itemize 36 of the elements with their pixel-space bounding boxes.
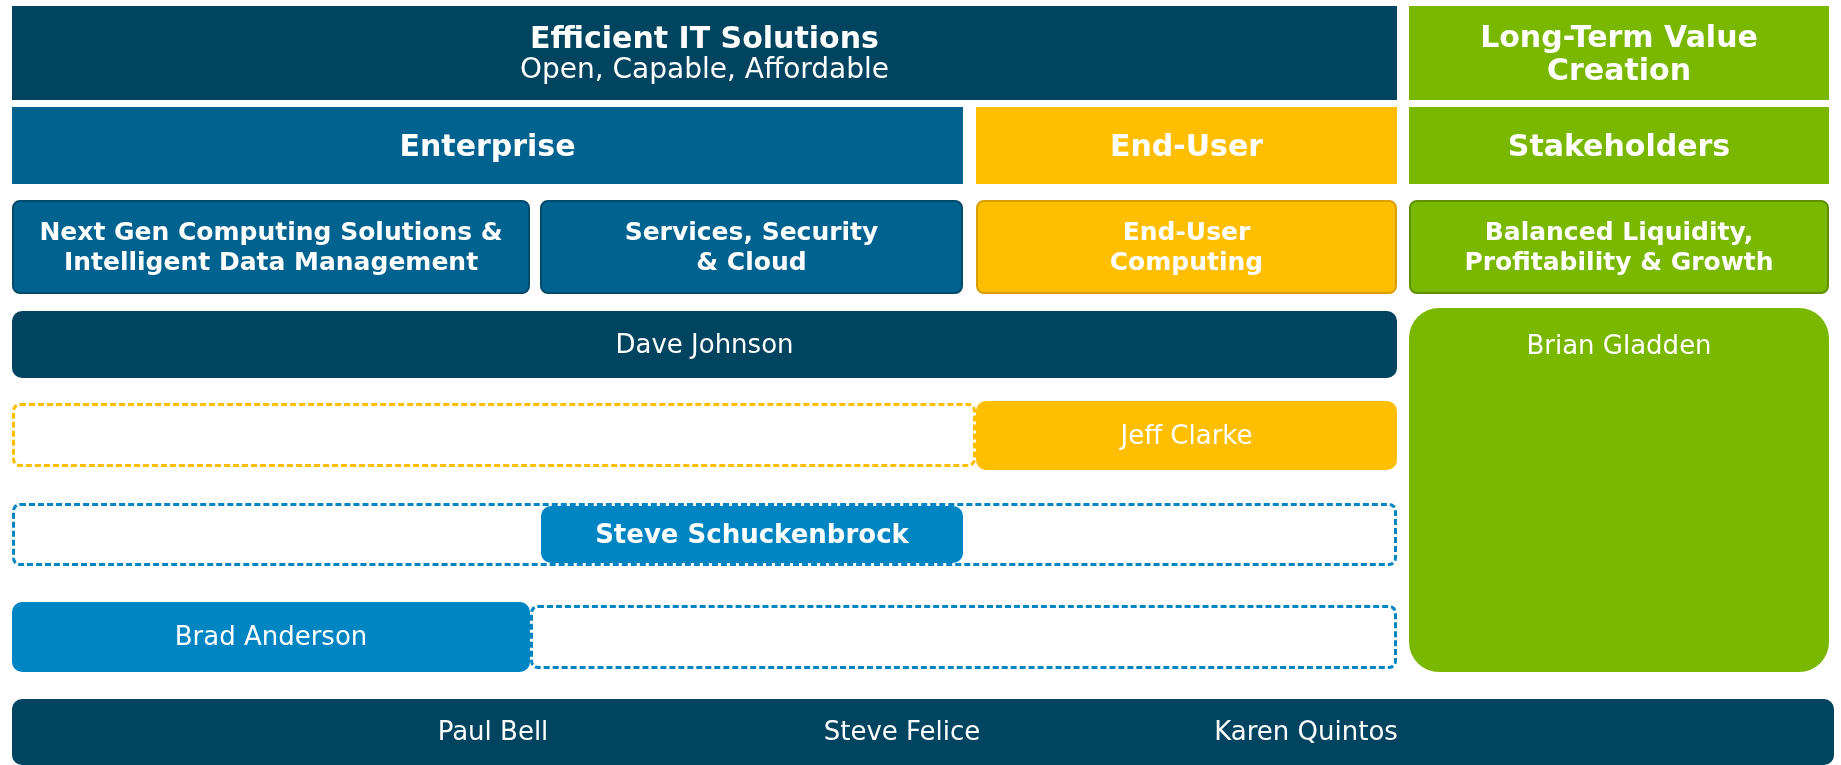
segment-band xyxy=(1409,107,1829,184)
label-text: Brad Anderson xyxy=(174,621,368,653)
business-unit-box xyxy=(12,200,530,294)
heading: Long-Term Value Creation xyxy=(1479,20,1759,86)
leader-bar xyxy=(12,699,1834,765)
label-text: Brian Gladden xyxy=(1526,330,1712,362)
label-text: Karen Quintos xyxy=(1213,716,1399,748)
header-band xyxy=(1409,6,1829,100)
segment-band xyxy=(12,107,963,184)
leader-bar xyxy=(12,602,530,672)
leader-bar xyxy=(976,401,1397,470)
label-text: Services, Security & Cloud xyxy=(623,217,880,277)
business-unit-box xyxy=(1409,200,1829,294)
header-band xyxy=(12,6,1397,100)
subtitle: Open, Capable, Affordable xyxy=(519,54,890,85)
leader-bar xyxy=(541,506,963,563)
heading: Efficient IT Solutions xyxy=(530,21,879,55)
leader-panel xyxy=(1409,308,1829,672)
label-text: Balanced Liquidity, Profitability & Growth xyxy=(1463,217,1775,277)
leader-bar xyxy=(12,311,1397,378)
heading: Enterprise xyxy=(399,127,576,164)
business-unit-box xyxy=(540,200,963,294)
label-text: Dave Johnson xyxy=(615,328,794,361)
dashed-band xyxy=(12,503,1397,566)
label-text: Steve Felice xyxy=(822,716,982,748)
heading: Stakeholders xyxy=(1507,127,1731,164)
label-text: Jeff Clarke xyxy=(1120,419,1253,452)
label-text: Next Gen Computing Solutions & Intelligent Data Management xyxy=(38,217,504,277)
label-text: Steve Schuckenbrock xyxy=(595,518,909,551)
heading: End-User xyxy=(1109,127,1264,164)
business-unit-box xyxy=(976,200,1397,294)
dashed-band xyxy=(530,605,1397,669)
label-text: End-User Computing xyxy=(1108,217,1265,277)
segment-band xyxy=(976,107,1397,184)
dashed-band xyxy=(12,403,976,467)
label-text: Paul Bell xyxy=(436,716,550,748)
